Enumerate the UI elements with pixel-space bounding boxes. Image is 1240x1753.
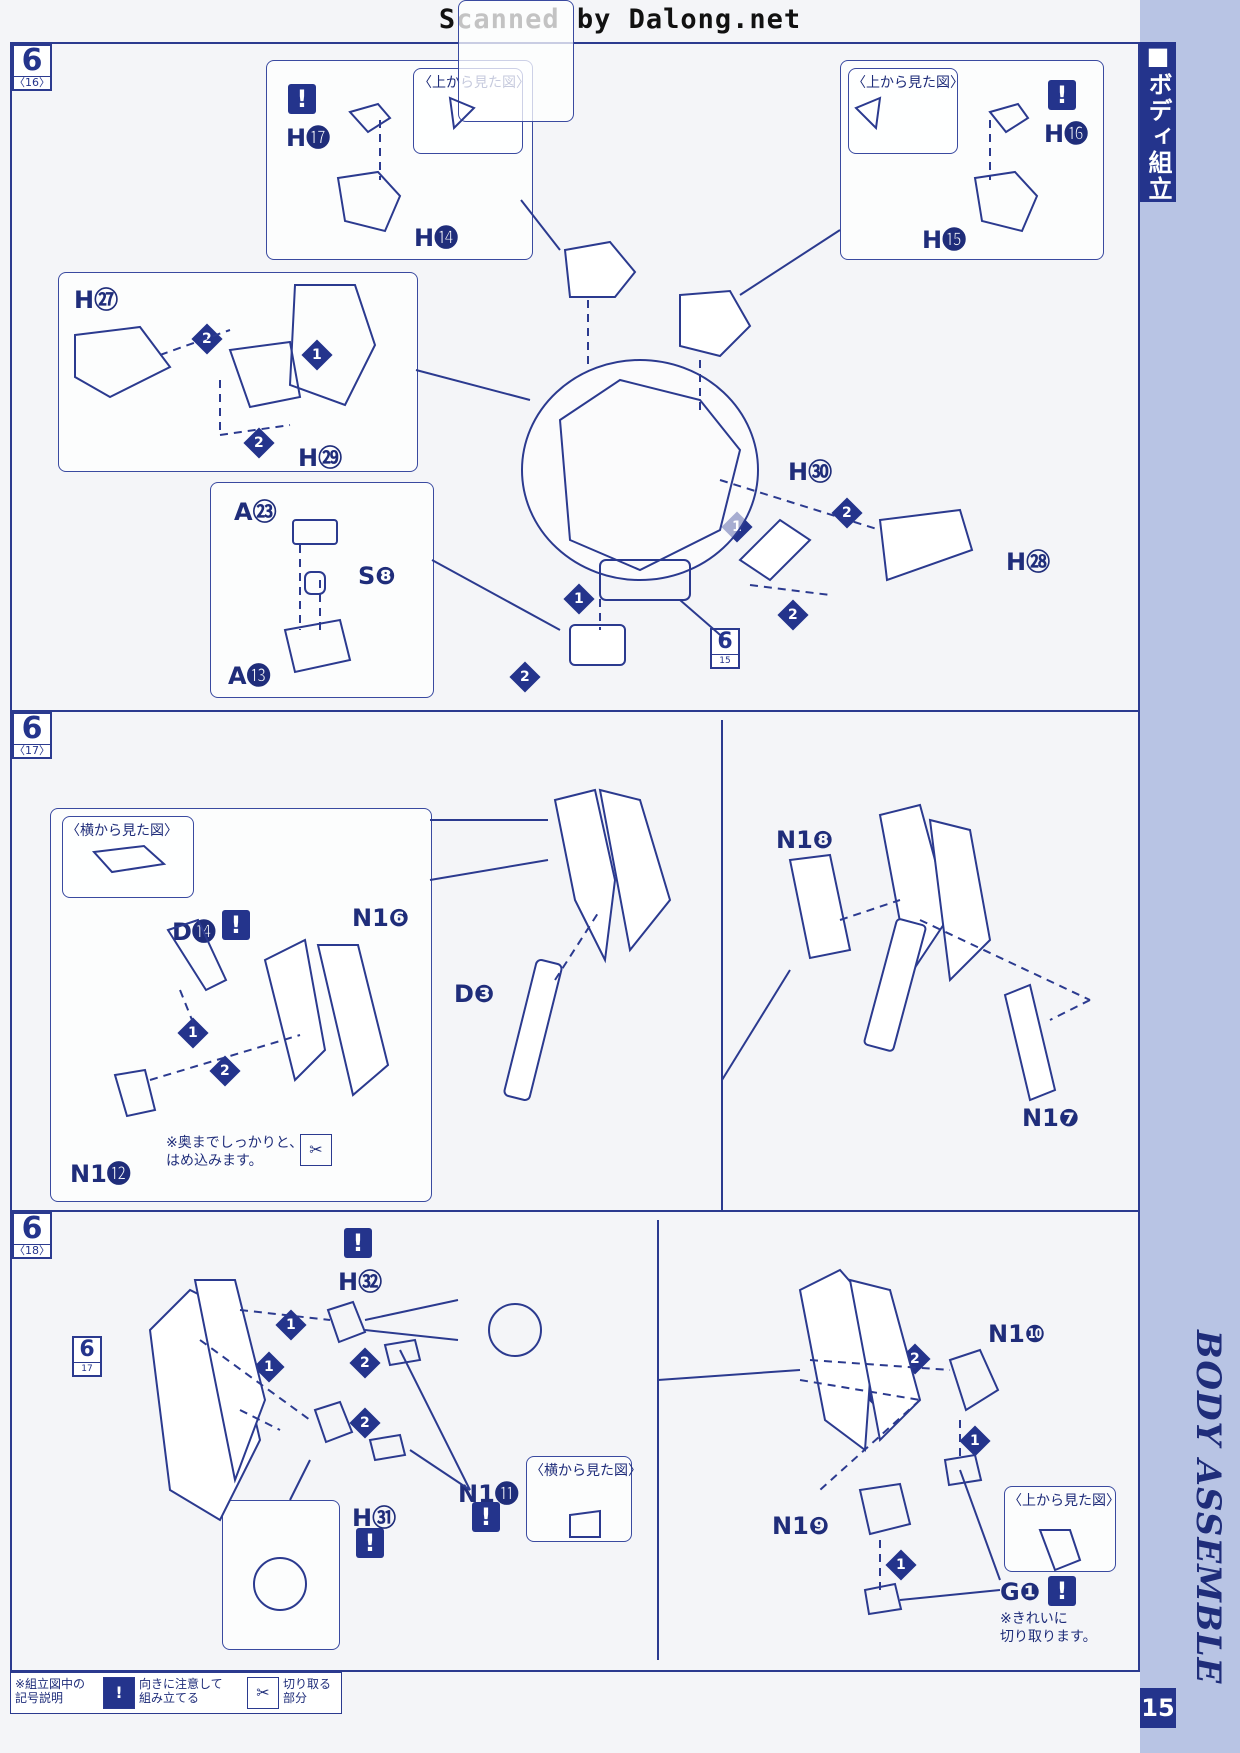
part-label: H㉙: [298, 444, 343, 472]
part-label: D❸: [454, 980, 495, 1008]
caution-icon: !: [1048, 1576, 1076, 1606]
part-label: N1❽: [776, 826, 834, 854]
part-label: G❶: [1000, 1578, 1041, 1606]
part-label: A㉓: [234, 498, 277, 526]
detail-box-a23: [210, 482, 434, 698]
step-badge: 6〈17〉: [12, 711, 52, 759]
cut-mark-icon: ✂: [247, 1677, 279, 1709]
caution-icon: !: [472, 1502, 500, 1532]
side-view-caption: 〈横から見た図〉: [530, 1463, 642, 1479]
sidebar-background: [1140, 0, 1240, 1753]
cut-clean-note: ※きれいに 切り取ります。: [1000, 1611, 1097, 1645]
part-label: H⓯: [922, 226, 967, 254]
legend-caution-text: 向きに注意して 組み立てる: [139, 1677, 223, 1705]
part-label: N1❾: [772, 1512, 830, 1540]
part-label: A⓭: [228, 662, 271, 690]
part-label: H㉛: [352, 1504, 397, 1532]
section-title-jp: ■ボディ組立: [1140, 42, 1176, 202]
part-label: H㉘: [1006, 548, 1051, 576]
page-number: 15: [1140, 1688, 1176, 1728]
part-label: H⓱: [286, 124, 331, 152]
caution-icon: !: [344, 1228, 372, 1258]
side-view-caption: 〈横から見た図〉: [66, 823, 178, 839]
push-in-note: ※奥までしっかりと、 はめ込みます。: [166, 1135, 304, 1169]
part-label: H⓰: [1044, 120, 1089, 148]
assembly-diagram: [74, 96, 1091, 1660]
top-view-caption: 〈上から見た図〉: [1008, 1493, 1120, 1509]
part-label: N1⓬: [70, 1160, 131, 1188]
caution-icon: !: [1048, 80, 1076, 110]
side-view-inset: [62, 816, 194, 898]
step-badge: 6〈16〉: [12, 43, 52, 91]
part-label: N1❼: [1022, 1104, 1080, 1132]
part-label: H⓮: [414, 224, 459, 252]
part-label: H㉜: [338, 1268, 383, 1296]
part-label: S❽: [358, 562, 396, 590]
caution-icon: !: [103, 1677, 135, 1709]
top-view-inset: [848, 68, 958, 154]
part-label: H㉚: [788, 458, 833, 486]
caution-icon: !: [356, 1528, 384, 1558]
caution-icon: !: [222, 910, 250, 940]
detail-inset: [222, 1500, 340, 1650]
symbol-legend: ※組立図中の 記号説明 ! 向きに注意して 組み立てる ✂ 切り取る 部分: [10, 1672, 342, 1714]
part-label: N1❿: [988, 1320, 1046, 1348]
panel-divider: [10, 1210, 1140, 1212]
instruction-frame: [10, 42, 1140, 1672]
cut-mark-icon: ✂: [300, 1134, 332, 1166]
legend-cut-text: 切り取る 部分: [283, 1677, 332, 1705]
detail-inset: [458, 0, 574, 122]
top-view-caption: 〈上から見た図〉: [852, 75, 964, 91]
side-view-inset: [526, 1456, 632, 1542]
part-label: H㉗: [74, 286, 119, 314]
caution-icon: !: [288, 84, 316, 114]
section-title-en: BODY ASSEMBLE: [1188, 1330, 1228, 1685]
legend-title: ※組立図中の 記号説明: [15, 1677, 86, 1705]
panel-divider: [10, 710, 1140, 712]
step-badge: 6〈18〉: [12, 1211, 52, 1259]
part-label: N1❻: [352, 904, 410, 932]
